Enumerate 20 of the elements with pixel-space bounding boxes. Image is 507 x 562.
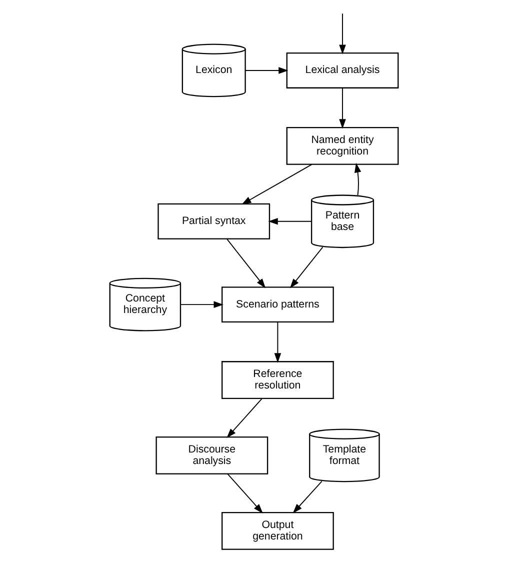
arrow — [274, 322, 281, 363]
node-box: Discourse analysis — [155, 436, 268, 474]
arrow — [354, 162, 361, 196]
arrow — [226, 473, 262, 514]
node-box: Named entity recognition — [286, 126, 398, 165]
arrow — [180, 301, 223, 308]
node-box: Output generation — [221, 512, 334, 550]
node-box: Partial syntax — [157, 203, 270, 240]
arrow — [289, 246, 323, 288]
node-box: Scenario patterns — [221, 286, 334, 323]
arrow — [241, 164, 312, 205]
arrow — [226, 238, 266, 288]
arrow — [338, 13, 346, 54]
arrow — [268, 218, 312, 225]
node-box: Lexical analysis — [286, 52, 398, 88]
node-box: Reference resolution — [221, 361, 334, 399]
arrow — [226, 398, 262, 438]
arrow — [244, 67, 288, 74]
arrow — [338, 88, 346, 129]
arrow — [292, 480, 322, 514]
